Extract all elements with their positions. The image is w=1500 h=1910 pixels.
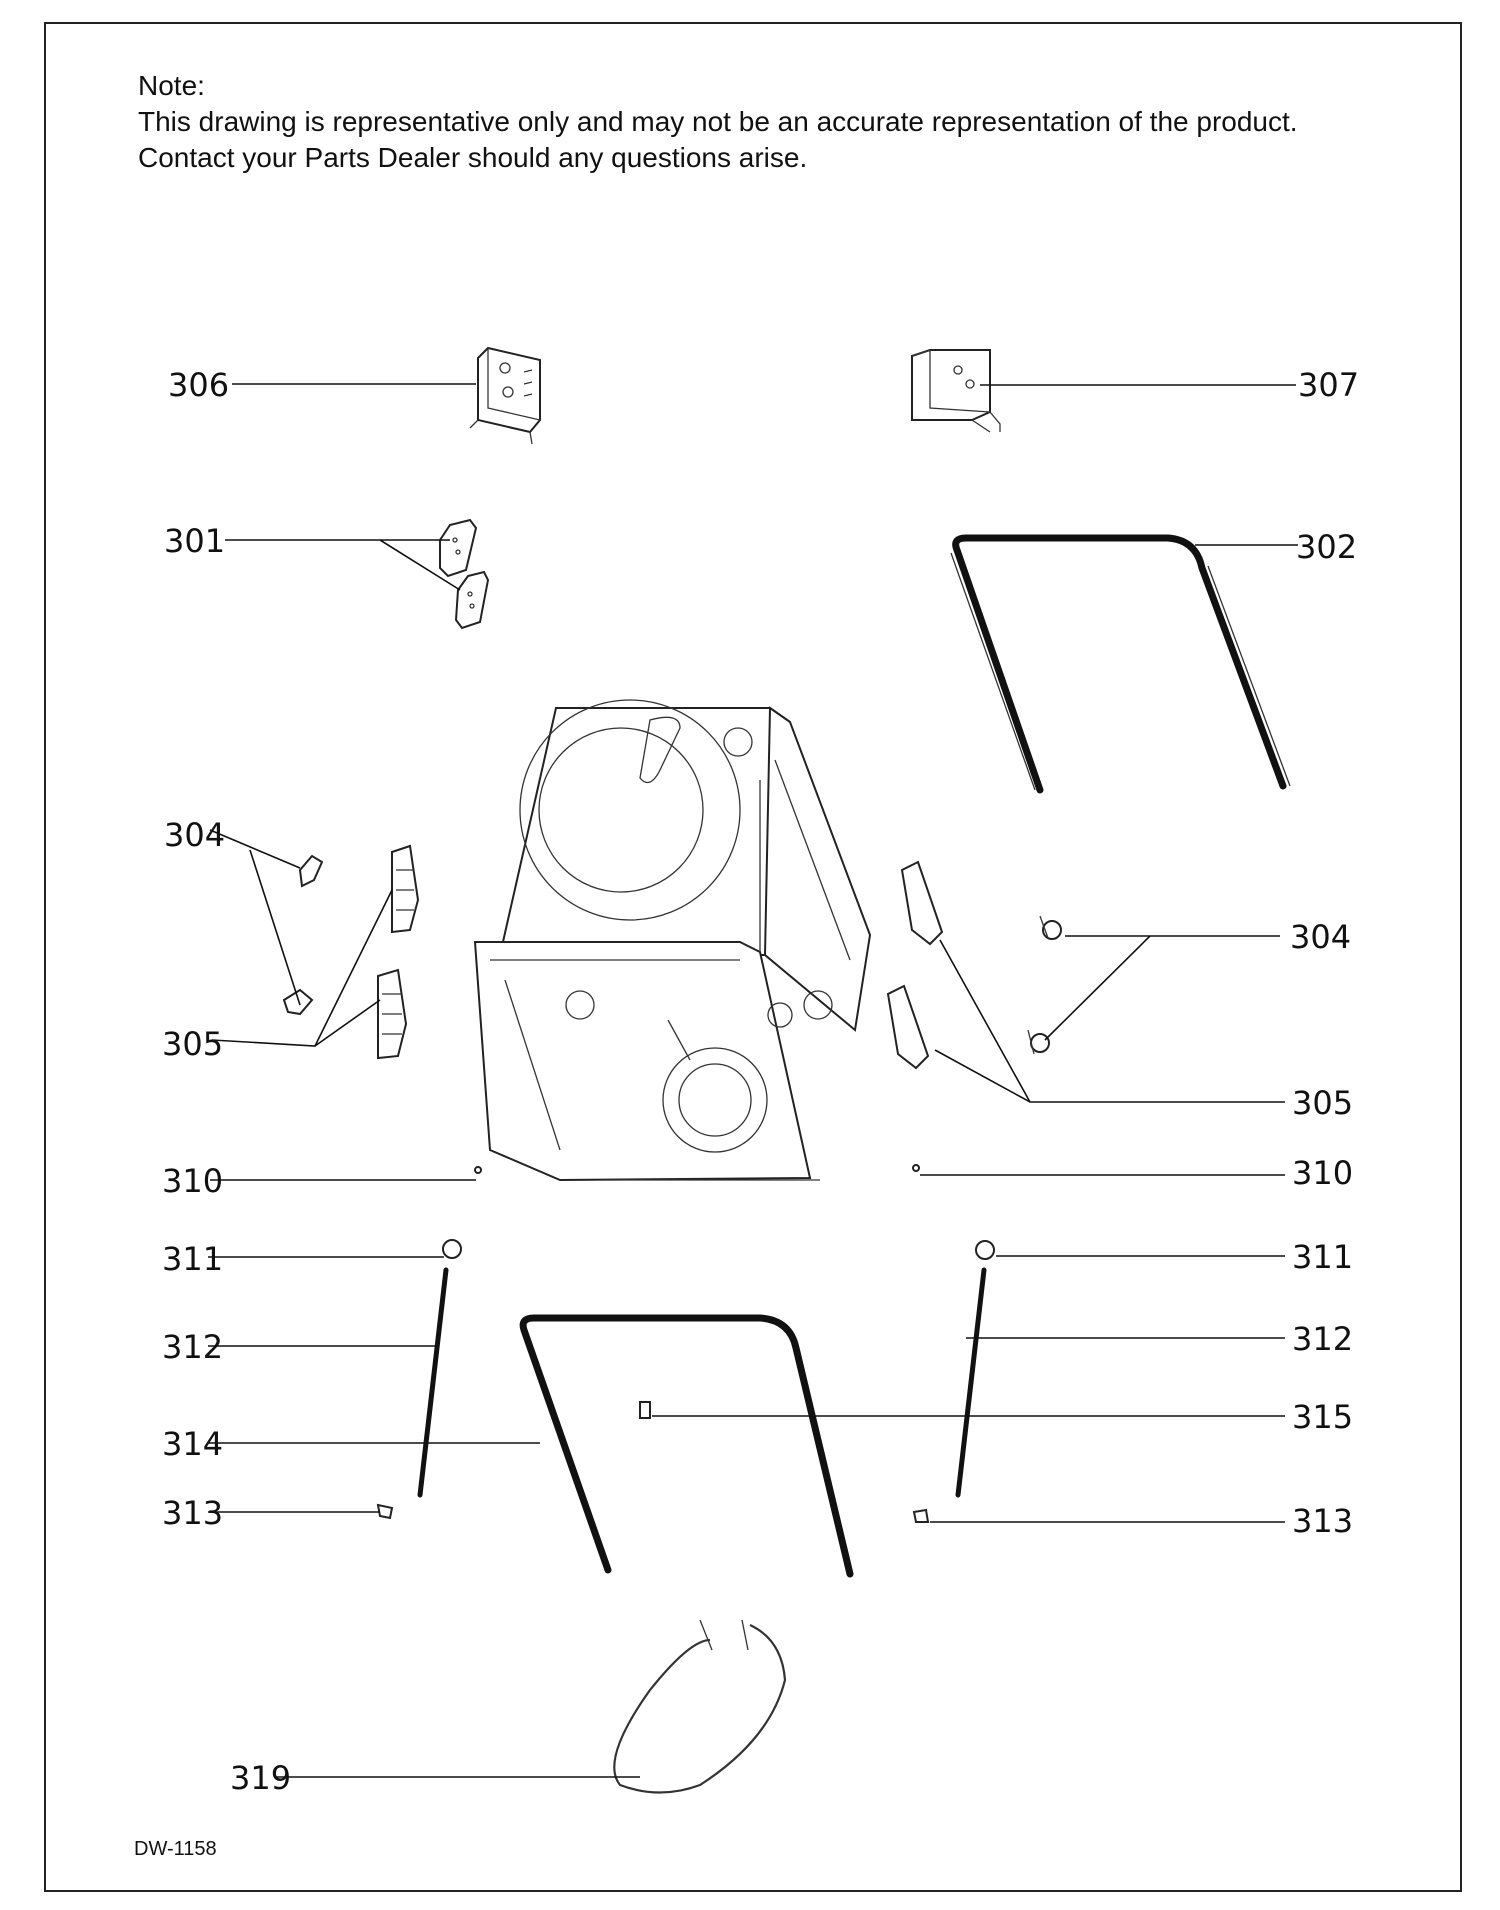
dishwasher-tub [473,699,872,1182]
leader-lines [208,383,1298,1778]
callout-304-left: 304 [164,816,225,854]
part-301-clips [439,518,490,630]
callout-311-left: 311 [162,1240,223,1278]
part-313-left-cap [376,1503,394,1520]
callout-311-right: 311 [1292,1238,1353,1276]
note-line-1: This drawing is representative only and … [138,106,1298,137]
callout-310-right: 310 [1292,1154,1353,1192]
callout-labels: 306 307 301 302 304 304 305 305 310 310 … [162,366,1359,1797]
part-302-gasket [950,534,1291,794]
part-315-clip [639,1401,651,1419]
part-313-right-cap [912,1508,930,1523]
drawing-number: DW-1158 [134,1838,217,1860]
part-307-bracket [911,349,1001,433]
part-305-left-guides [377,844,420,1060]
part-304-right-rollers [1027,915,1062,1055]
drawing-border [44,22,1462,1892]
part-311-left-cap [442,1239,462,1259]
callout-315: 315 [1292,1398,1353,1436]
callout-305-right: 305 [1292,1084,1353,1122]
callout-314: 314 [162,1425,223,1463]
note-heading: Note: [138,70,205,101]
callout-302: 302 [1296,528,1357,566]
callout-305-left: 305 [162,1025,223,1063]
part-312-left-strip [417,1267,449,1498]
disclaimer-note: Note: This drawing is representative onl… [138,68,1298,176]
callout-313-right: 313 [1292,1502,1353,1540]
part-310-left-screw [474,1166,482,1174]
callout-312-left: 312 [162,1328,223,1366]
callout-307: 307 [1298,366,1359,404]
part-319-connectors [699,1619,749,1651]
note-line-2: Contact your Parts Dealer should any que… [138,142,808,173]
callout-310-left: 310 [162,1162,223,1200]
callout-304-right: 304 [1290,918,1351,956]
part-310-right-screw [912,1164,920,1172]
callout-313-left: 313 [162,1494,223,1532]
part-314-gasket [519,1314,854,1578]
callout-312-right: 312 [1292,1320,1353,1358]
callout-319: 319 [230,1759,291,1797]
part-311-right-cap [975,1240,995,1260]
part-306-bracket [469,346,541,445]
part-319-hose-ring [613,1624,787,1794]
callout-306: 306 [168,366,229,404]
callout-301: 301 [164,522,225,560]
part-304-left-rollers [282,854,324,1016]
part-312-right-strip [955,1267,987,1498]
part-305-right-guides [886,860,944,1070]
